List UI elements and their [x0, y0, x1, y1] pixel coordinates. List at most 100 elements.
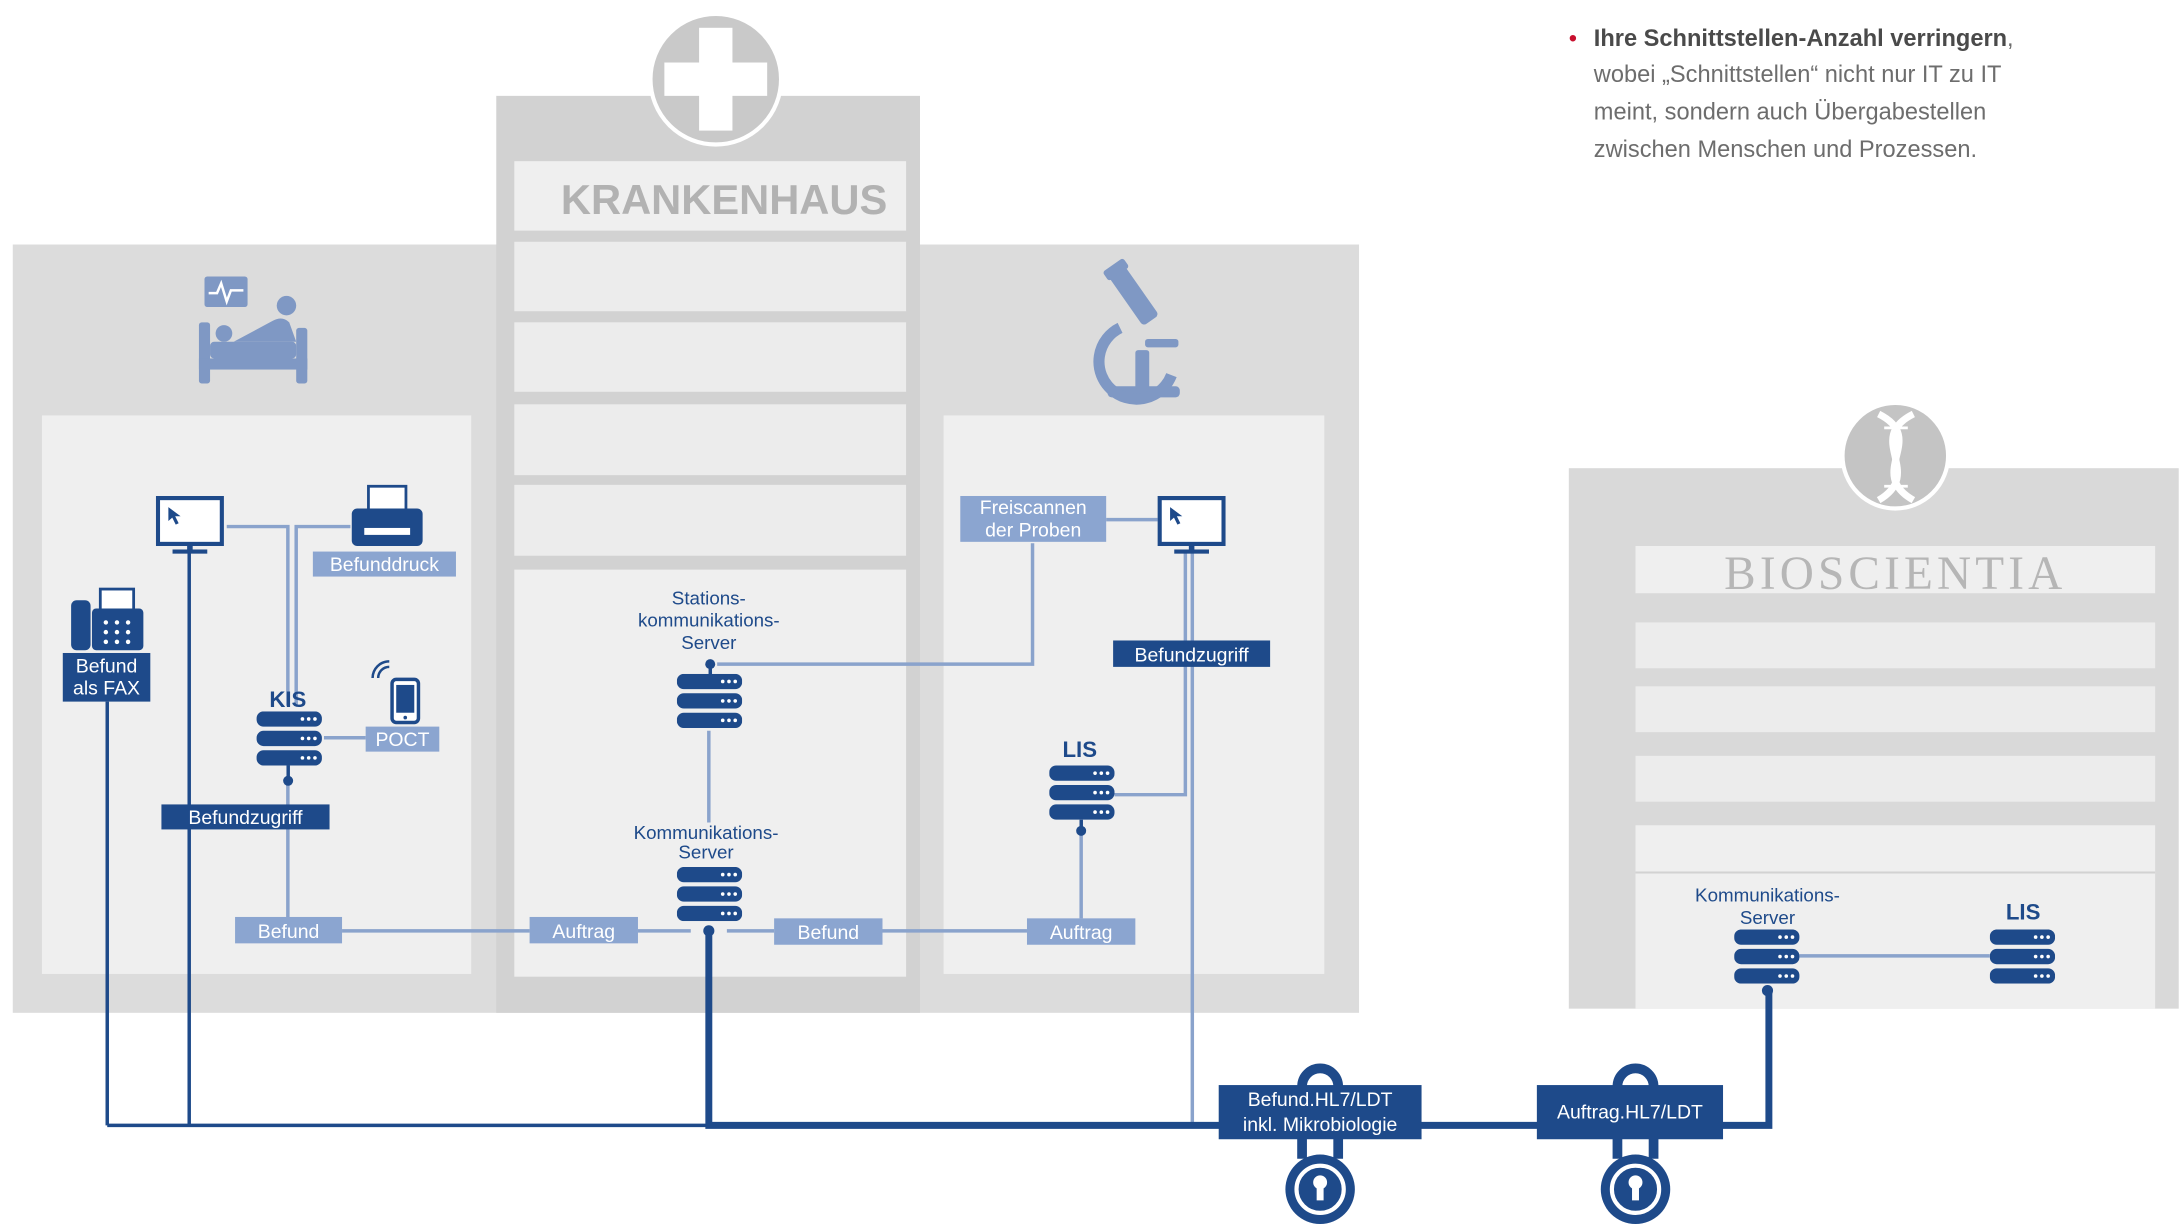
center-result-label-box — [774, 918, 883, 945]
center-order-label-box — [529, 916, 638, 944]
bioscientia-panel — [1635, 825, 2156, 1009]
result-link-label-line-2: inkl. Mikrobiologie — [1243, 1114, 1398, 1136]
building-floor — [1635, 755, 2156, 802]
station-server-icon — [676, 673, 743, 729]
center-order-label: Auftrag — [529, 916, 638, 944]
kis-connector-icon — [283, 765, 294, 786]
center-order-label-text: Auftrag — [552, 921, 615, 943]
lis-label: LIS — [1062, 737, 1097, 762]
scan-label-line-2: der Proben — [985, 519, 1081, 541]
building-floor — [514, 484, 907, 556]
ward-devices: Befunddruck Befund als FAX KIS — [62, 484, 456, 944]
scan-label-line-1: Freiscannen — [980, 497, 1087, 519]
lab-access-label-box — [1113, 640, 1271, 667]
poct-label-text: POCT — [375, 729, 429, 751]
bio-lis-server-icon — [1989, 929, 2056, 984]
note-lead-comma: , — [2007, 26, 2014, 52]
building-floor — [514, 404, 907, 476]
secured-order-link: Auftrag.HL7/LDT — [1536, 1063, 1724, 1224]
comm-server-label-line-2: Server — [678, 842, 733, 863]
center-result-label-text: Befund — [798, 922, 860, 944]
building-floor — [514, 241, 907, 312]
comm-server-label-line-1: Kommunikations- — [634, 822, 779, 843]
lab-order-label: Auftrag — [1026, 918, 1136, 945]
bioscientia-devices: Kommunikations- Server LIS — [1695, 885, 2056, 997]
bio-comm-server-label-line-2: Server — [1740, 907, 1795, 928]
station-server-label-line-1: Stations- — [672, 587, 746, 608]
hospital-sign-band — [514, 161, 907, 231]
printer-label: Befunddruck — [312, 551, 456, 577]
note-lead: Ihre Schnittstellen-Anzahl verringern — [1594, 26, 2007, 52]
link-monitor-lis — [1114, 552, 1188, 797]
bioscientia-building: BIOSCIENTIA — [1568, 400, 2179, 1009]
result-link-label-line-1: Befund.HL7/LDT — [1248, 1089, 1393, 1111]
bio-comm-server-icon — [1734, 929, 1800, 984]
station-server-connector-icon — [705, 659, 716, 676]
fax-label-line-2: als FAX — [73, 678, 140, 700]
poct-device-icon — [371, 660, 421, 725]
station-server-label-line-2: kommunikations- — [638, 610, 780, 631]
scan-label: Freiscannen der Proben — [960, 495, 1107, 542]
lab-monitor-icon — [1160, 498, 1224, 554]
bioscientia-sign-band — [1635, 546, 2156, 594]
ward-access-label-text: Befundzugriff — [188, 807, 303, 829]
ward-result-label: Befund — [235, 916, 343, 944]
poct-label: POCT — [365, 726, 440, 752]
scan-label-box — [960, 495, 1107, 542]
note-line-4: zwischen Menschen und Prozessen. — [1594, 137, 1977, 163]
kis-server-icon — [256, 711, 322, 766]
lab-order-label-box — [1026, 918, 1136, 945]
lis-server-icon — [1049, 765, 1115, 820]
lab-devices: Freiscannen der Proben Befundzugriff LIS… — [960, 495, 1271, 945]
order-link-label-box — [1536, 1085, 1724, 1140]
hospital-sign: KRANKENHAUS — [561, 176, 887, 223]
fax-label: Befund als FAX — [62, 652, 151, 702]
ward-result-label-text: Befund — [258, 921, 320, 943]
microscope-icon — [1093, 258, 1180, 405]
note-line-3: meint, sondern auch Übergabestellen — [1594, 98, 1986, 125]
fax-label-box — [62, 652, 151, 702]
internal-links — [226, 517, 1990, 1126]
padlock-icon — [1600, 1154, 1671, 1224]
printer-label-text: Befunddruck — [330, 554, 439, 576]
link-monitor-kis — [226, 524, 290, 706]
lab-order-label-text: Auftrag — [1050, 922, 1113, 944]
building-floor — [514, 322, 907, 392]
bio-lis-label: LIS — [2006, 900, 2041, 925]
ward-access-label: Befundzugriff — [161, 804, 330, 830]
printer-label-box — [312, 551, 456, 577]
medical-cross-icon — [648, 11, 784, 147]
poct-label-box — [365, 726, 440, 752]
fax-icon — [71, 587, 144, 651]
note-line-2: wobei „Schnittstellen“ nicht nur IT zu I… — [1593, 62, 2002, 88]
dna-helix-icon — [1840, 400, 1951, 511]
ward-monitor-icon — [158, 498, 222, 554]
center-result-label: Befund — [774, 918, 883, 945]
link-station-server-scan — [717, 543, 1035, 666]
note: • Ihre Schnittstellen-Anzahl verringern,… — [1569, 26, 2014, 163]
order-link-label-text: Auftrag.HL7/LDT — [1557, 1101, 1703, 1123]
center-devices: Stations- kommunikations- Server Kommuni… — [529, 587, 883, 945]
result-link-label-box — [1218, 1085, 1422, 1140]
station-server-label-line-3: Server — [681, 632, 736, 653]
fax-label-line-1: Befund — [76, 655, 138, 677]
bio-comm-server-connector-icon — [1761, 985, 1774, 997]
patient-bed-icon — [198, 276, 308, 384]
building-floor — [1635, 622, 2156, 669]
ward-access-label-box — [161, 804, 330, 830]
bioscientia-sign: BIOSCIENTIA — [1724, 548, 2066, 600]
comm-server-connector-icon — [703, 925, 715, 937]
lab-access-label: Befundzugriff — [1113, 640, 1271, 667]
kis-label: KIS — [269, 687, 306, 712]
printer-icon — [351, 484, 423, 547]
secured-result-link: Befund.HL7/LDT inkl. Mikrobiologie — [1218, 1063, 1422, 1224]
lab-access-label-text: Befundzugriff — [1135, 644, 1250, 666]
note-line-1: Ihre Schnittstellen-Anzahl verringern, — [1594, 26, 2014, 52]
link-printer-kis — [294, 524, 351, 706]
building-floor — [1635, 686, 2156, 733]
note-bullet: • — [1569, 26, 1577, 52]
ward-result-label-box — [235, 916, 343, 944]
padlock-shackle — [1612, 1063, 1659, 1159]
padlock-shackle — [1297, 1063, 1344, 1159]
